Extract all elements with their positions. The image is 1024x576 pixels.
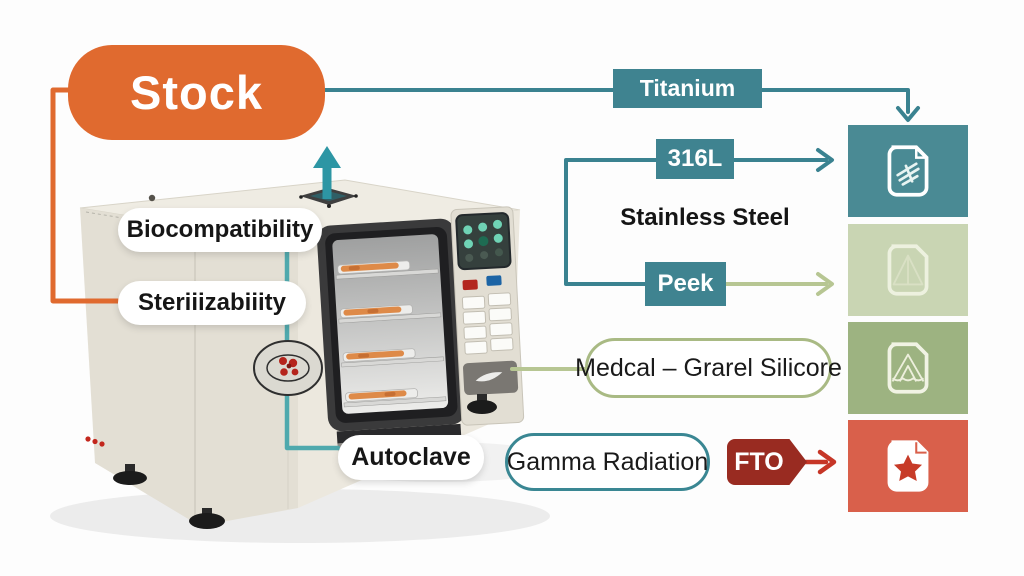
stock-node: Stock [68,45,325,140]
silicone-label: Medcal – Grarel Silicore [575,353,842,382]
gamma-radiation-label: Gamma Radiation [506,447,709,476]
red-button [462,279,478,291]
keypad [461,292,514,355]
fto-tag-node: FTO [727,439,807,485]
stock-label: Stock [130,66,263,119]
titanium-node: Titanium [613,69,762,108]
blue-button [486,275,502,286]
silicone-node: Medcal – Grarel Silicore [575,338,842,398]
peek-document-tile [848,224,968,316]
stainless-steel-label: Stainless Steel [620,204,790,231]
tray-shelves [335,260,447,408]
autoclave-node: Autoclave [338,435,484,480]
steel-peek-connector [564,158,658,286]
fto-document-icon [887,440,929,492]
peek-node: Peek [645,262,726,306]
fto-label: FTO [734,447,784,476]
control-panel [450,206,525,426]
peek-document-icon [887,244,929,296]
steel-grade-label: 316L [667,145,723,172]
biocompatibility-node: Biocompatibility [118,208,322,252]
fto-document-tile [848,420,968,512]
sterilizability-label: Steriiizabiiity [137,289,287,316]
stock-titanium-connector [323,88,910,114]
star-icon [893,454,923,482]
biocompatibility-label: Biocompatibility [126,216,314,243]
titanium-label: Titanium [639,75,736,101]
gamma-radiation-node: Gamma Radiation [505,433,710,491]
biohazard-badge-icon [253,340,323,396]
status-dots [85,436,105,447]
sterilizability-node: Steriiizabiiity [118,281,306,325]
stock-sterilizability-connector [50,87,121,304]
silicone-document-tile [848,322,968,414]
top-knob [148,194,156,202]
brand-swoosh-icon [475,372,503,382]
peek-label: Peek [657,270,714,297]
indicator-lights [463,219,503,262]
chamber [316,218,466,451]
machine-feet [113,394,497,529]
steel-grade-node: 316L [656,139,734,179]
autoclave-label: Autoclave [351,443,471,471]
right-arrow-icon-peek [816,272,834,296]
up-arrow-icon [313,146,341,199]
silicone-document-icon [887,342,929,394]
right-arrow-icon-steel [816,148,834,172]
titanium-document-tile [848,125,968,217]
down-arrow-icon [896,106,920,122]
titanium-document-icon [887,145,929,197]
right-arrow-icon-fto [817,449,837,475]
